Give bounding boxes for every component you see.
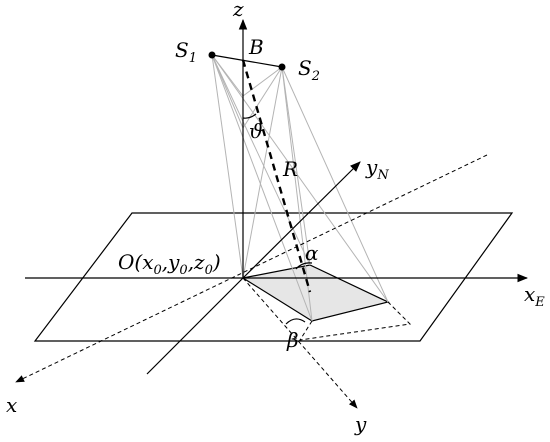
label-s1: S1 xyxy=(175,38,197,66)
alpha-arc xyxy=(295,262,313,270)
label-alpha: α xyxy=(305,241,319,265)
label-z: z xyxy=(232,0,244,21)
yn-axis-lower xyxy=(146,277,244,375)
beta-arc xyxy=(285,318,306,325)
x-axis xyxy=(15,154,488,383)
yn-axis-upper xyxy=(242,161,361,279)
label-y: y xyxy=(354,412,367,436)
baseline-s1-s2 xyxy=(211,54,283,68)
label-beta: β xyxy=(286,328,299,352)
point-s2 xyxy=(278,63,286,71)
label-origin: O(x0,y0,z0) xyxy=(118,250,221,278)
label-theta: ϑ xyxy=(249,119,263,143)
construction-lines xyxy=(211,54,389,322)
y-axis xyxy=(242,277,358,409)
range-line-r xyxy=(241,59,312,293)
projection-dashes xyxy=(298,301,412,341)
label-s2: S2 xyxy=(298,56,320,84)
label-r: R xyxy=(282,157,298,181)
label-x: x xyxy=(6,393,17,417)
footprint-quad xyxy=(241,264,390,322)
theta-arc xyxy=(242,113,257,119)
ground-plane xyxy=(33,212,514,342)
label-xe: xE xyxy=(524,282,545,310)
label-yn: yN xyxy=(365,155,389,183)
label-b: B xyxy=(248,35,264,59)
point-s1 xyxy=(208,51,216,59)
